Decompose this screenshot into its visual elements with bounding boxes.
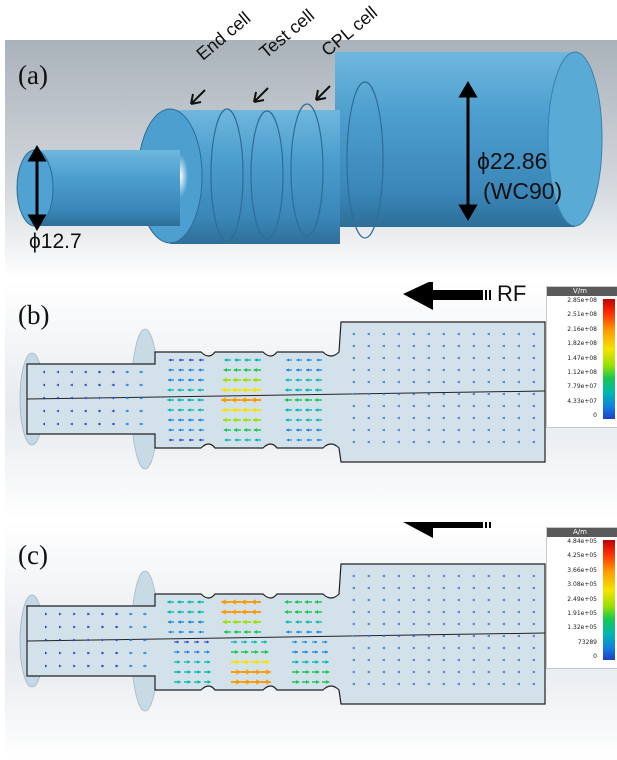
small-pipe-body [35,150,180,226]
colorbar-tick-label: 0 [593,653,597,661]
panel-c-label: (c) [18,540,48,570]
dim-arrow-large [458,81,478,221]
colorbar-tick-label: 2.85e+08 [567,297,597,304]
field-vectors [45,574,535,686]
iris-1 [210,108,244,242]
colorbar-unit: A/m [547,528,617,537]
panel-a-label: (a) [18,60,48,90]
structure-3d-drawing [5,40,617,278]
colorbar-gradient [603,299,615,419]
colorbar-tick-label: 1.47e+08 [567,354,597,362]
dim-large-label: ϕ22.86 [477,148,548,174]
panel-b-label: (b) [18,300,50,330]
rf-label: RF [497,282,527,306]
iris-2 [250,110,284,240]
colorbar-tick-label: 0 [593,412,597,420]
colorbar-tick-label: 1.32e+05 [567,624,597,632]
rf-direction-arrow [403,522,491,538]
colorbar-c: A/m 4.84e+05 4.25e+05 3.66e+05 3.08e+05 2.49… [546,527,617,669]
colorbar-tick-label: 2.51e+08 [567,311,597,319]
iris-3 [290,103,324,237]
dim-small-label: ϕ12.7 [29,230,82,253]
colorbar-tick-label: 2.49e+05 [567,595,597,603]
colorbar-tick-label: 4.84e+05 [567,538,597,545]
colorbar-tick-label: 4.33e+07 [567,397,597,405]
panel-b-electric-field: (b) RF [5,282,617,518]
rf-direction-arrow [403,282,491,310]
field-vectors [43,332,535,444]
colorbar-tick-label: 7.79e+07 [567,383,597,391]
colorbar-tick-label: 2.16e+08 [567,325,597,333]
efield-drawing [5,282,617,518]
cross-section-outline [19,321,546,470]
colorbar-tick-label: 1.91e+05 [567,610,597,617]
colorbar-tick-label: 1.12e+08 [567,369,597,376]
step-edge [346,81,384,239]
colorbar-tick-label: 3.66e+05 [567,566,597,574]
colorbar-tick-label: 73289 [577,638,597,646]
large-waveguide-body [335,52,575,227]
colorbar-gradient [603,540,615,660]
colorbar-b: V/m 2.85e+08 2.51e+08 2.16e+08 1.82e+08 1.47… [546,286,617,428]
cross-section-outline [19,563,546,712]
dim-arrow-small [27,145,47,231]
hfield-drawing [5,522,617,760]
rf-label: RF [497,522,526,523]
colorbar-tick-label: 3.08e+05 [567,581,597,589]
dim-large-note: (WC90) [483,178,563,204]
colorbar-tick-label: 1.82e+08 [567,340,597,348]
colorbar-unit: V/m [547,287,617,296]
panel-c-magnetic-field: (c) RF [5,522,617,760]
cell-pointer-arrows [190,85,331,105]
colorbar-tick-label: 4.25e+05 [567,552,597,560]
panel-a-3d-structure: (a) ϕ12.7 ϕ22.86 (WC90) [5,40,617,278]
large-waveguide-end [547,51,603,227]
